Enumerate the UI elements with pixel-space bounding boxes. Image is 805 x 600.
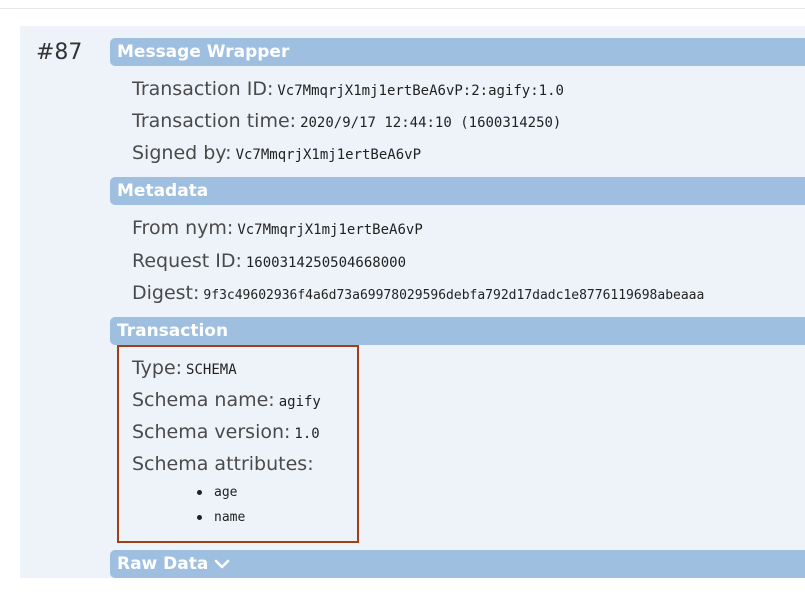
schema-attribute-item: name xyxy=(194,505,245,530)
transaction-row-number: #87 xyxy=(36,40,83,65)
schema-attributes-list: age name xyxy=(194,480,245,530)
from-nym-field: From nym:Vc7MmqrjX1mj1ertBeA6vP xyxy=(132,217,423,239)
schema-attribute-item: age xyxy=(194,480,245,505)
transaction-id-value: Vc7MmqrjX1mj1ertBeA6vP:2:agify:1.0 xyxy=(277,83,564,99)
transaction-id-label: Transaction ID: xyxy=(132,78,274,100)
schema-version-label: Schema version: xyxy=(132,421,291,443)
raw-data-header[interactable]: Raw Data xyxy=(110,550,805,578)
digest-field: Digest:9f3c49602936f4a6d73a69978029596de… xyxy=(132,282,704,304)
request-id-label: Request ID: xyxy=(132,250,242,272)
schema-version-field: Schema version:1.0 xyxy=(132,421,320,443)
transaction-panel: #87 Message Wrapper Transaction ID:Vc7Mm… xyxy=(20,26,805,578)
schema-version-value: 1.0 xyxy=(294,426,320,442)
message-wrapper-header: Message Wrapper xyxy=(110,38,805,66)
schema-name-field: Schema name:agify xyxy=(132,389,321,411)
digest-label: Digest: xyxy=(132,282,200,304)
schema-attributes-label: Schema attributes: xyxy=(132,453,314,475)
transaction-time-label: Transaction time: xyxy=(132,110,297,132)
schema-name-label: Schema name: xyxy=(132,389,275,411)
schema-attributes-field: Schema attributes: xyxy=(132,453,314,475)
schema-name-value: agify xyxy=(278,394,321,410)
request-id-field: Request ID:1600314250504668000 xyxy=(132,250,406,272)
from-nym-value: Vc7MmqrjX1mj1ertBeA6vP xyxy=(237,222,423,238)
type-label: Type: xyxy=(132,357,183,379)
metadata-header: Metadata xyxy=(110,177,805,205)
chevron-down-icon[interactable] xyxy=(214,558,230,570)
transaction-header: Transaction xyxy=(110,317,805,345)
transaction-id-field: Transaction ID:Vc7MmqrjX1mj1ertBeA6vP:2:… xyxy=(132,78,564,100)
signed-by-label: Signed by: xyxy=(132,142,232,164)
from-nym-label: From nym: xyxy=(132,217,234,239)
raw-data-label: Raw Data xyxy=(117,554,209,574)
signed-by-field: Signed by:Vc7MmqrjX1mj1ertBeA6vP xyxy=(132,142,421,164)
request-id-value: 1600314250504668000 xyxy=(245,255,407,271)
transaction-time-value: 2020/9/17 12:44:10 (1600314250) xyxy=(300,115,562,131)
type-value: SCHEMA xyxy=(186,362,237,378)
transaction-time-field: Transaction time:2020/9/17 12:44:10 (160… xyxy=(132,110,561,132)
schema-highlight-box xyxy=(117,345,359,543)
type-field: Type:SCHEMA xyxy=(132,357,237,379)
digest-value: 9f3c49602936f4a6d73a69978029596debfa792d… xyxy=(203,288,705,303)
top-edge xyxy=(0,0,805,9)
signed-by-value: Vc7MmqrjX1mj1ertBeA6vP xyxy=(235,147,421,163)
